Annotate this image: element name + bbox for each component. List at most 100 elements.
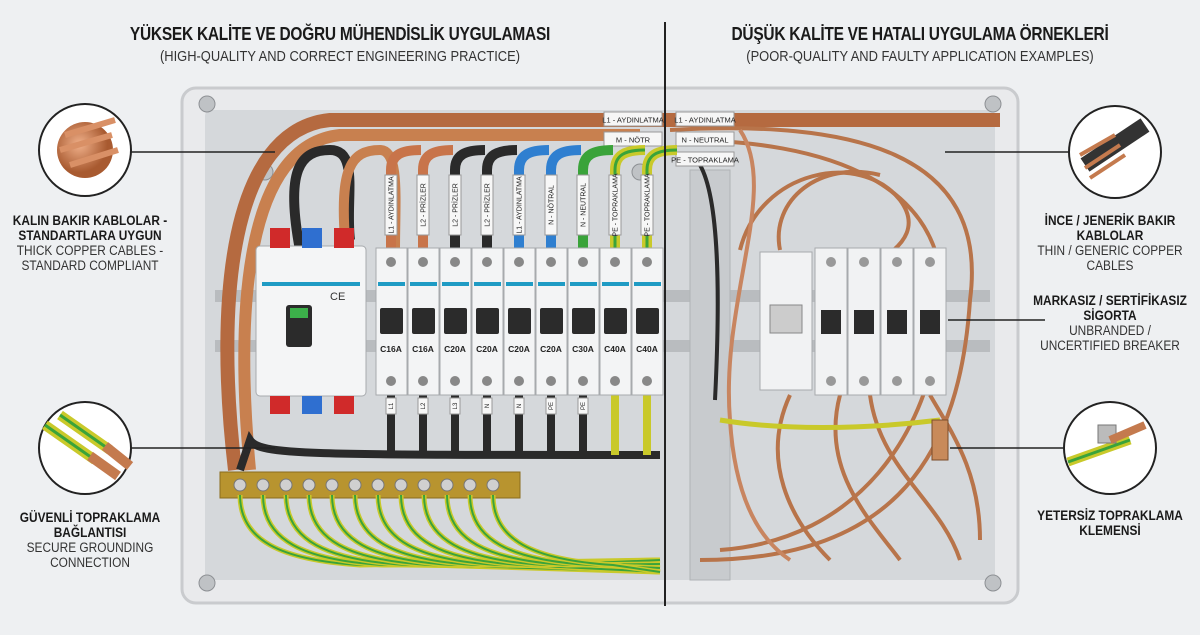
busbar-screw-icon <box>348 478 362 492</box>
circuit-wire <box>546 145 582 250</box>
ground-wire-stripe <box>354 494 661 567</box>
terminal-screw-icon <box>418 376 428 386</box>
screw-icon <box>984 574 1002 592</box>
wire-tag-label: L1 - AYDINLATMA <box>389 176 396 234</box>
ground-wire-stripe <box>331 494 661 567</box>
bundle-tag-label: L1 - AYDINLATMA <box>674 116 735 125</box>
ground-wire-stripe <box>469 494 661 569</box>
circuit-wire <box>450 145 486 250</box>
unbranded-breakers <box>759 247 947 396</box>
caption-en: UNBRANDED / UNCERTIFIED BREAKER <box>1040 323 1180 353</box>
breaker-toggle <box>380 308 403 334</box>
bundle-tag-label: M - NÖTR <box>616 136 651 145</box>
wire-tag <box>608 174 622 236</box>
breaker-brand-stripe <box>506 282 533 286</box>
caption-tr: YETERSİZ TOPRAKLAMA KLEMENSİ <box>1037 508 1183 538</box>
bottom-tag <box>385 397 397 415</box>
terminal-screw-icon <box>610 376 620 386</box>
terminal-screw-icon <box>578 376 588 386</box>
wire-tag <box>640 174 654 236</box>
bundle-tag <box>603 111 663 127</box>
bottom-tag-label: PE <box>549 402 555 410</box>
breaker-toggle <box>604 308 627 334</box>
busbar-screw-icon <box>302 478 316 492</box>
breaker-toggle <box>412 308 435 334</box>
grounding-wire-callout-icon <box>38 401 275 495</box>
terminal-screw-icon <box>450 376 460 386</box>
busbar-screw-icon <box>279 478 293 492</box>
wire-tag <box>448 174 462 236</box>
breaker-toggle <box>508 308 531 334</box>
bottom-tag-label: N <box>517 404 523 408</box>
busbar-screw-icon <box>371 478 385 492</box>
breaker-brand-stripe <box>538 282 565 286</box>
ground-busbar <box>219 471 521 499</box>
caption-en: THIN / GENERIC COPPER CABLES <box>1037 243 1183 273</box>
breaker-rating: C40A <box>636 344 658 354</box>
bottom-tag <box>577 397 589 415</box>
breaker-rating: C20A <box>508 344 530 354</box>
wire-tag-label: L2 - PRİZLER <box>451 183 460 227</box>
thick-cables-caption: KALIN BAKIR KABLOLAR - STANDARTLARA UYGU… <box>0 213 180 273</box>
terminal-screw-icon <box>450 257 460 267</box>
busbar-screw-icon <box>325 478 339 492</box>
breaker-brand-stripe <box>474 282 501 286</box>
secure-ground-caption: GÜVENLİ TOPRAKLAMA BAĞLANTISI SECURE GRO… <box>0 510 180 570</box>
breaker-toggle <box>572 308 595 334</box>
circuit-wire-stripe <box>613 148 646 250</box>
left-heading: YÜKSEK KALİTE VE DOĞRU MÜHENDİSLİK UYGUL… <box>60 24 620 65</box>
caption-tr: GÜVENLİ TOPRAKLAMA BAĞLANTISI <box>19 510 161 540</box>
terminal-screw-icon <box>826 376 836 386</box>
breaker-rating: C20A <box>444 344 466 354</box>
ground-wire-stripe <box>262 494 661 567</box>
ground-wire-stripe <box>400 494 661 573</box>
terminal-screw-icon <box>578 257 588 267</box>
wire-tag <box>384 174 398 236</box>
weak-ground-callout-icon <box>950 401 1157 495</box>
bundle-tag <box>675 111 735 127</box>
breaker-toggle <box>636 308 659 334</box>
terminal-screw-icon <box>386 376 396 386</box>
breaker-rating: C16A <box>380 344 402 354</box>
breaker-toggle <box>821 310 841 334</box>
ground-wire-stripe <box>239 494 661 567</box>
caption-tr: MARKASIZ / SERTİFİKASIZ SİGORTA <box>1033 293 1187 323</box>
bundle-tag-label: L1 - AYDINLATMA <box>602 116 663 125</box>
bottom-tag-label: L3 <box>453 402 459 409</box>
terminal-screw-icon <box>642 376 652 386</box>
terminal-screw-icon <box>859 257 869 267</box>
circuit-wire-stripe <box>645 148 678 250</box>
busbar-screw-icon <box>463 478 477 492</box>
breaker-brand-stripe <box>602 282 629 286</box>
wire-tag-label: PE - TOPRAKLAMA <box>613 173 620 236</box>
screw-icon <box>984 95 1002 113</box>
breaker-rating: C30A <box>572 344 594 354</box>
terminal-screw-icon <box>892 257 902 267</box>
terminal-screw-icon <box>514 257 524 267</box>
busbar-screw-icon <box>440 478 454 492</box>
breaker-brand-stripe <box>378 282 405 286</box>
circuit-wire <box>514 145 550 250</box>
circuit-wire <box>386 145 422 250</box>
terminal-screw-icon <box>482 257 492 267</box>
thin-cables-caption: İNCE / JENERİK BAKIR KABLOLAR THIN / GEN… <box>1020 213 1200 273</box>
right-title: DÜŞÜK KALİTE VE HATALI UYGULAMA ÖRNEKLER… <box>731 24 1109 44</box>
caption-en: SECURE GROUNDING CONNECTION <box>26 540 154 570</box>
bottom-tag <box>481 397 493 415</box>
cable-duct <box>689 169 731 581</box>
weak-ground-caption: YETERSİZ TOPRAKLAMA KLEMENSİ <box>1020 508 1200 538</box>
wire-tag <box>576 174 590 236</box>
wire-tag-label: L1 - AYDINLATMA <box>517 176 524 234</box>
wire-tag <box>416 174 430 236</box>
bottom-tag-label: L2 <box>421 402 427 409</box>
terminal-screw-icon <box>418 257 428 267</box>
bottom-tag-label: PE <box>581 402 587 410</box>
bundle-tag-label: N - NEUTRAL <box>681 136 728 145</box>
breaker-rating: C20A <box>540 344 562 354</box>
bottom-tag-label: L1 <box>389 402 395 409</box>
breaker-toggle <box>854 310 874 334</box>
thick-copper-callout-icon <box>38 103 275 197</box>
terminal-screw-icon <box>892 376 902 386</box>
terminal-screw-icon <box>546 376 556 386</box>
wire-tag-label: PE - TOPRAKLAMA <box>645 173 652 236</box>
